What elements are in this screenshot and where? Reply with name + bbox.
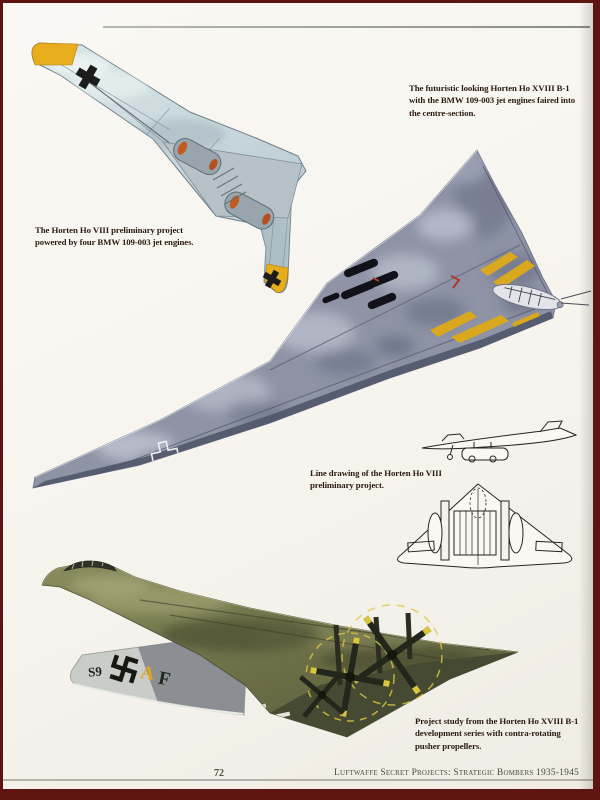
ho8-cross-marking-upper [75,64,101,90]
ho8-engine-nacelle-2 [224,191,275,230]
ho18-nose-antennae [560,290,592,306]
page-bottom-shadow [3,779,593,781]
caption-ho8-line-drawing: Line drawing of the Horten Ho VIII preli… [310,468,442,491]
caption-ho8-colour: The Horten Ho VIII preliminary project p… [35,225,194,248]
ho8-cross-marking-lower [262,269,282,289]
prop-cluster-rear [352,615,432,695]
fin-letter-f: F [156,668,172,691]
fin-swastika-marking [109,654,139,684]
ho18b-underside [270,652,518,737]
illustration-ho8-line-drawing [397,420,578,569]
page-background: S9 A F [3,3,593,789]
illustration-horten-ho18-colour [32,149,592,489]
ho18-cockpit-pod [492,283,564,311]
ho18-yellow-chevrons [430,252,540,343]
ho8-vent-slats [212,167,247,205]
caption-ho18-top: The futuristic looking Horten Ho XVIII B… [409,83,576,118]
ho18-intake-slots [316,258,399,310]
ho8-line-side-view [421,420,578,463]
fin-letter-a: A [139,662,156,685]
ho8-wingtip-yellow-upper [31,42,79,66]
ho18b-propellers [298,604,443,722]
illustration-horten-ho8-colour [31,42,307,294]
footer-book-title: Luftwaffe Secret Projects: Strategic Bom… [334,768,579,778]
ho18b-canopy [63,560,117,572]
caption-ho18-bottom: Project study from the Horten Ho XVIII B… [415,716,579,751]
page-number: 72 [214,768,224,779]
header-rule-line [103,26,590,28]
prop-cluster-small [298,671,346,719]
illustration-horten-ho18b-colour: S9 A F [41,560,519,738]
ho18-leading-edge-highlight [34,150,478,478]
fin-unit-code: S9 [88,663,103,679]
ho8-line-front-view [397,483,573,569]
ho18-red-marks [372,275,461,289]
ho8-engine-nacelle-1 [173,138,222,176]
